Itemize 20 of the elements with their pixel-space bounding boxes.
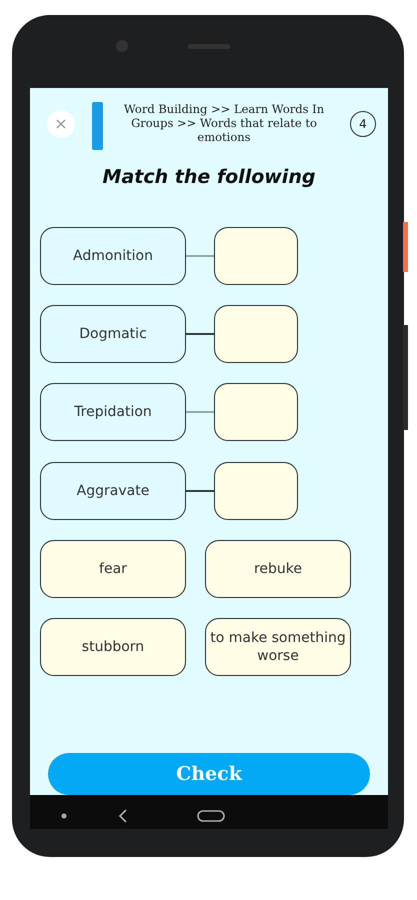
answer-slot <box>214 305 298 363</box>
meaning-card: fear <box>40 540 186 598</box>
connector-line <box>186 411 214 413</box>
connector-line <box>186 333 214 335</box>
word-card: Admonition <box>40 227 186 285</box>
breadcrumb-text: Word Building >> Learn Words In Groups >> Words that relate to emotions <box>122 102 326 144</box>
answer-slot <box>214 227 298 285</box>
check-button: Check <box>48 753 370 795</box>
answer-slot <box>214 462 298 520</box>
connector-line <box>186 255 214 257</box>
step-counter: 4 <box>350 111 376 137</box>
answer-slot <box>214 383 298 441</box>
word-card: Aggravate <box>40 462 186 520</box>
meaning-card: to make something worse <box>205 618 351 676</box>
word-card: Trepidation <box>40 383 186 441</box>
meaning-card: rebuke <box>205 540 351 598</box>
meaning-card: stubborn <box>40 618 186 676</box>
word-card: Dogmatic <box>40 305 186 363</box>
screen-title: Match the following <box>102 166 316 188</box>
connector-line <box>186 490 214 492</box>
